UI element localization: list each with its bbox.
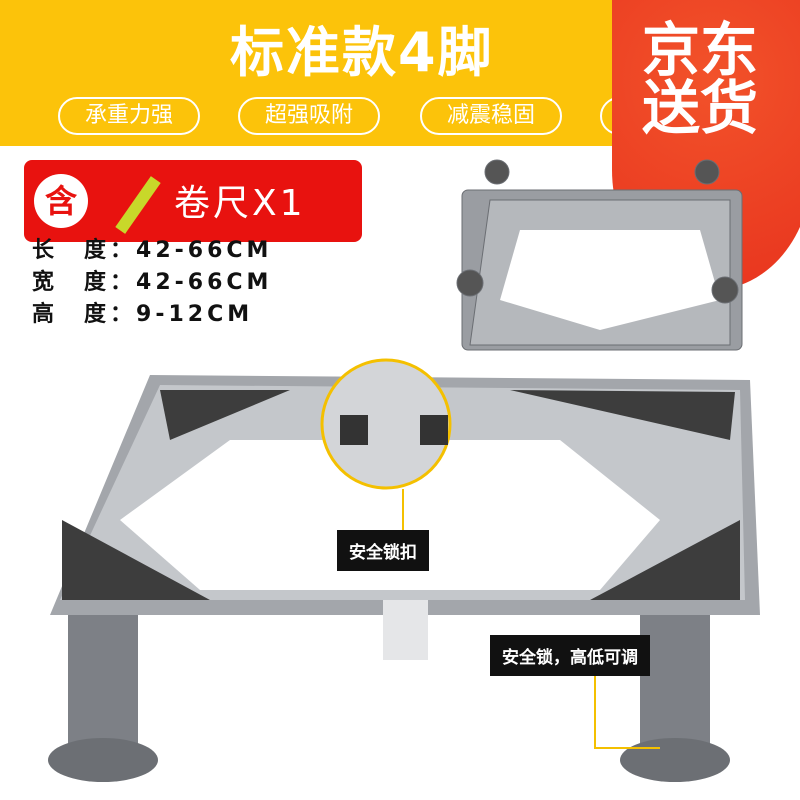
badge-line1: 京东 (642, 16, 759, 84)
badge-line2: 送货 (642, 74, 759, 142)
included-icon: 含 (34, 174, 88, 228)
adjust-callout: 安全锁，高低可调 (490, 635, 650, 676)
spec-width: 宽 度：42-66CM (32, 270, 273, 295)
feature-pill: 超强吸附 (238, 97, 380, 135)
product-title: 标准款4脚 (230, 21, 494, 84)
spec-height: 高 度：9-12CM (32, 302, 254, 327)
feature-pill: 减震稳固 (420, 97, 562, 135)
lock-callout: 安全锁扣 (337, 530, 429, 571)
feature-pill: 承重力强 (58, 97, 200, 135)
included-accessory: 含 卷尺X1 (24, 160, 362, 242)
included-text: 卷尺X1 (174, 183, 306, 224)
spec-length: 长 度：42-66CM (32, 238, 273, 263)
